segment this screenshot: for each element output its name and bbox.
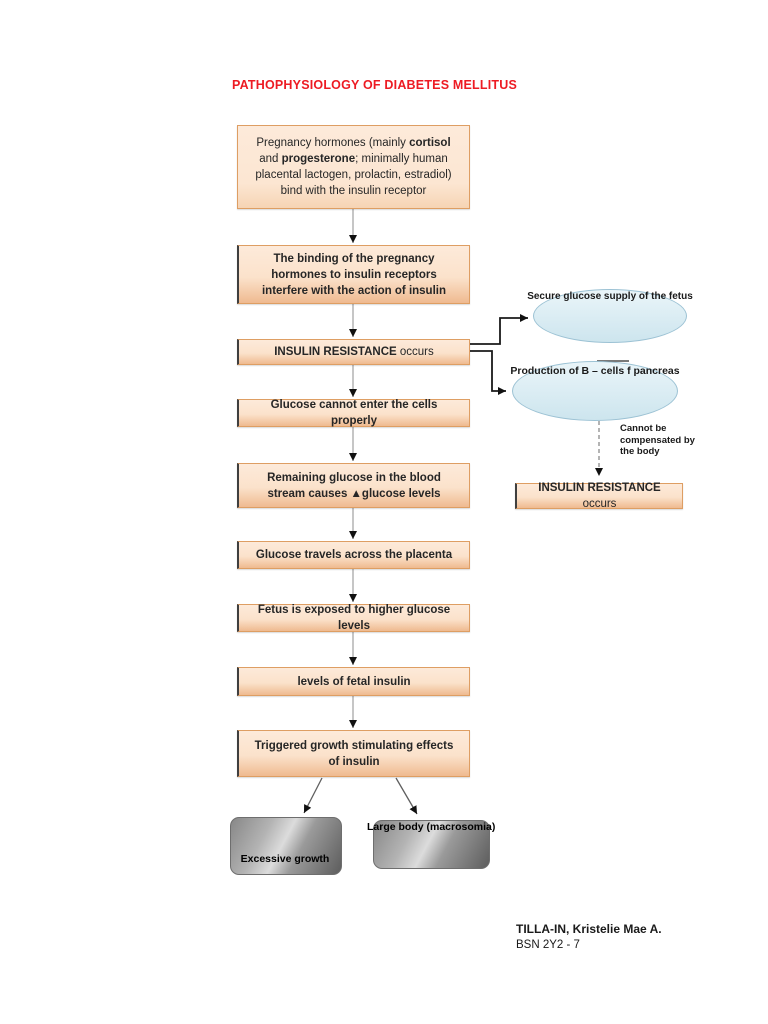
flow-box-fetus-exposed: Fetus is exposed to higher glucose level… <box>237 604 470 632</box>
outcome-label-large-body: Large body (macrosomia) <box>367 821 496 833</box>
ellipse-secure-glucose-supply <box>533 289 687 343</box>
elbow-arrow-to-ellipse-2 <box>470 350 506 395</box>
flow-box-binding-interferes: The binding of the pregnancy hormones to… <box>237 245 470 304</box>
cannot-be-compensated-label: Cannot be compensated by the body <box>620 423 695 457</box>
ellipse-production-b-cells <box>512 361 678 421</box>
footer: TILLA-IN, Kristelie Mae A. BSN 2Y2 - 7 <box>516 922 662 951</box>
outcome-label-excessive-growth: Excessive growth <box>240 853 330 865</box>
flow-box-insulin-resistance-side: INSULIN RESISTANCE occurs <box>515 482 683 510</box>
ellipse-label-secure-glucose: Secure glucose supply of the fetus <box>527 291 693 302</box>
elbow-arrow-to-ellipse-1 <box>470 314 528 345</box>
footer-class-section: BSN 2Y2 - 7 <box>516 939 580 951</box>
outcome-box-excessive-growth <box>230 817 342 875</box>
diagonal-arrow-left <box>303 777 323 814</box>
flow-box-fetal-insulin-levels: levels of fetal insulin <box>237 667 470 696</box>
ellipse-label-production-b-cells: Production of B – cells f pancreas <box>510 365 680 377</box>
page-title: PATHOPHYSIOLOGY OF DIABETES MELLITUS <box>232 78 517 92</box>
flow-box-remaining-glucose: Remaining glucose in the blood stream ca… <box>237 463 470 508</box>
flow-box-pregnancy-hormones: Pregnancy hormones (mainly cortisol and … <box>237 125 470 209</box>
footer-author-name: TILLA-IN, Kristelie Mae A. <box>516 922 662 936</box>
flow-box-insulin-resistance: INSULIN RESISTANCE occurs <box>237 339 470 365</box>
flow-box-glucose-travels-placenta: Glucose travels across the placenta <box>237 541 470 569</box>
flow-box-glucose-cannot-enter: Glucose cannot enter the cells properly <box>237 399 470 427</box>
flow-box-triggered-growth: Triggered growth stimulating effects of … <box>237 730 470 777</box>
outcome-box-large-body <box>373 820 490 869</box>
diagonal-arrow-right <box>395 777 418 815</box>
